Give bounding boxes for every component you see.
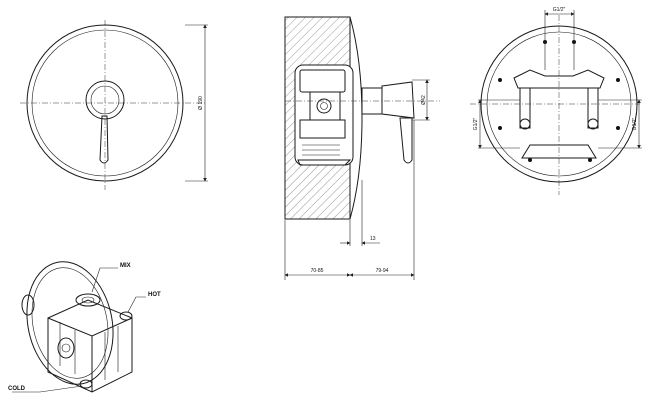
iso-plate-outer bbox=[26, 261, 114, 385]
rear-left-thread: G1/2" bbox=[473, 117, 479, 130]
rear-valve-top bbox=[513, 69, 605, 89]
section-offset-label: 13 bbox=[370, 236, 376, 242]
cover-plate-inner bbox=[31, 29, 179, 177]
rear-valve-bottom bbox=[521, 144, 597, 159]
iso-knob bbox=[21, 294, 35, 316]
front-view: Ø 190 bbox=[20, 20, 208, 190]
iso-valve-box bbox=[47, 299, 133, 393]
section-lever bbox=[399, 117, 413, 164]
isometric-view: MIX HOT COLD bbox=[8, 261, 161, 393]
iso-mix-port bbox=[75, 293, 101, 307]
label-mix: MIX bbox=[120, 263, 131, 269]
front-diameter-label: Ø 190 bbox=[198, 96, 204, 110]
rear-inlet-right bbox=[587, 87, 599, 129]
iso-cold-port bbox=[79, 379, 93, 389]
cover-plate-profile bbox=[349, 16, 363, 220]
rear-inlet-left bbox=[519, 87, 531, 129]
valve-bottom bbox=[299, 119, 346, 139]
iso-center-port bbox=[57, 337, 75, 359]
valve-port bbox=[316, 98, 332, 114]
section-knob-diameter: Ø42 bbox=[421, 95, 427, 105]
rear-top-thread: G1/2" bbox=[553, 7, 566, 13]
section-view: Ø42 13 70-85 79-94 bbox=[284, 16, 440, 280]
rear-right-thread: G1/2" bbox=[632, 117, 638, 130]
lever-handle bbox=[99, 115, 109, 164]
cover-plate-outer bbox=[26, 24, 184, 182]
rear-plate-inner bbox=[486, 31, 632, 177]
label-hot: HOT bbox=[148, 292, 161, 298]
knob-outer bbox=[85, 80, 125, 120]
rear-view: G1/2" G1/2" G1/2" bbox=[470, 7, 642, 195]
iso-hot-port bbox=[119, 311, 133, 321]
section-depth-left: 70-85 bbox=[311, 268, 324, 274]
knob-inner bbox=[90, 85, 120, 115]
label-cold: COLD bbox=[8, 386, 26, 392]
section-depth-right: 79-94 bbox=[376, 268, 389, 274]
